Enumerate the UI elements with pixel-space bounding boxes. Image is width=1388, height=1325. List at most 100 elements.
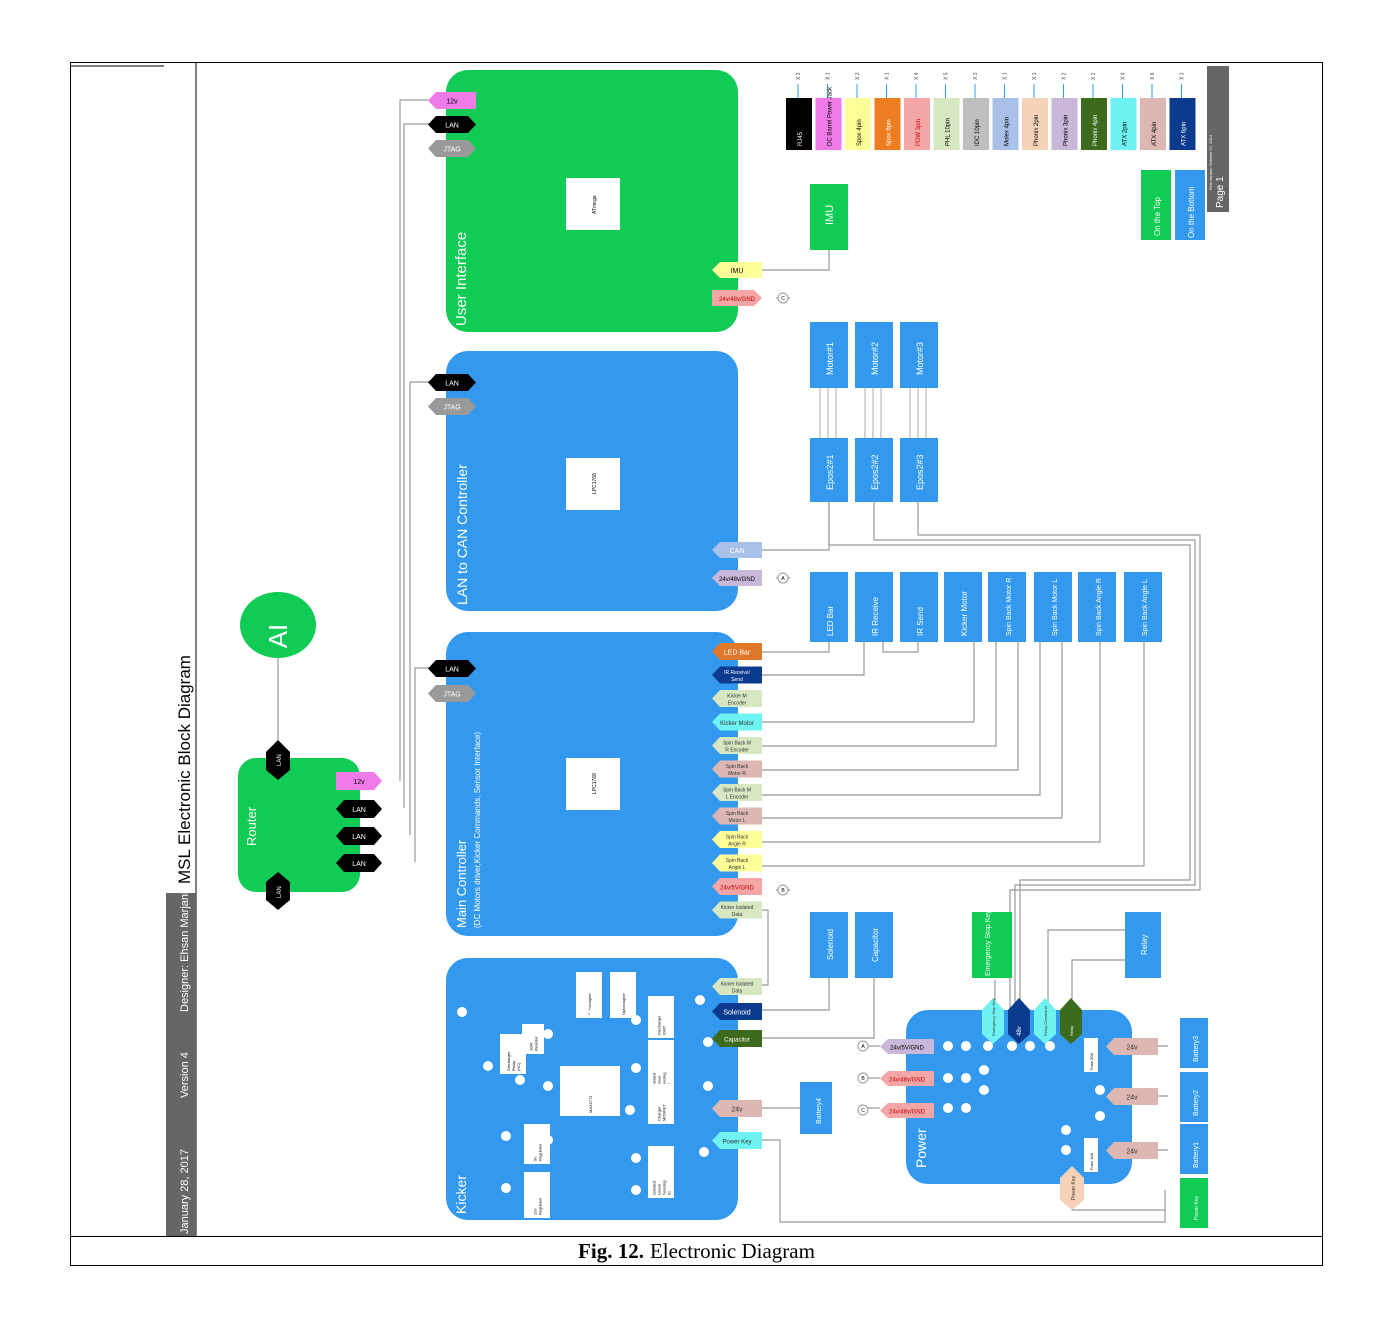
power-left-port-2 [880, 1103, 934, 1118]
power-top-port-label-2: Relay Command [1043, 1006, 1048, 1036]
kicker-pin-10 [631, 1015, 641, 1025]
figure-frame [70, 62, 1323, 1266]
battery-battery1 [1180, 1124, 1208, 1174]
power-pin-10 [1061, 1125, 1071, 1135]
fuse-10a [1084, 1138, 1098, 1172]
ui-power-ref-label: C [781, 296, 785, 302]
kicker-pin-0 [457, 1007, 467, 1017]
wires [277, 99, 1201, 1223]
kicker-pin-1 [483, 1061, 493, 1071]
legend-connector-pdw-3pin [904, 98, 930, 150]
kicker-part-9 [524, 1172, 550, 1218]
fuse-10a-label: Fuse 10A [1089, 1153, 1094, 1170]
power-title: Power [913, 1128, 929, 1168]
kicker-port-solenoid [712, 1003, 762, 1020]
legend-connector-label-6: IDC 10pin [975, 119, 981, 146]
imu-label: IMU [824, 205, 836, 225]
legend-connector-phl-10pin [933, 98, 960, 150]
kicker-pin-11 [631, 1063, 641, 1073]
motor-label-1: Motor#1 [825, 342, 835, 375]
main-right-port-24v-5v-gnd-label: 24v/5V/GND [720, 886, 754, 892]
can-right-port-can [712, 542, 762, 558]
fuse-30a-label: Fuse 30A [1089, 1053, 1094, 1070]
main-right-port-spin-back-m-l-encoder-label-2: L Encoder [726, 795, 749, 801]
router-block [238, 758, 360, 892]
router-top-port [266, 740, 290, 780]
sidebar-designer: Designer: Ehsan Marjani [179, 892, 191, 1012]
solenoid-label: Solenoid [826, 929, 835, 960]
kicker-pin-12 [631, 1153, 641, 1163]
user-interface-title: User Interface [453, 232, 470, 326]
can-left-port-lan-label: LAN [445, 381, 459, 388]
legend-connector-label-0: RJ45 [798, 131, 804, 146]
ai-node [240, 592, 316, 658]
power-key-port-label: Power Key [1071, 1175, 1077, 1200]
main-right-port-spin-back-m-l-encoder [712, 784, 762, 801]
kicker-part-label-4-1: IGBT [662, 1025, 667, 1035]
kicker-part-label-6-0: MAX5771 [588, 1095, 593, 1113]
kicker-part-label-5-0: Isolated [652, 1073, 657, 1087]
kicker-pin-16 [703, 1037, 713, 1047]
legend-count-0: X 3 [796, 72, 802, 80]
kicker-pin-9 [589, 1007, 599, 1017]
kicker-part-label-1-0: 10W [529, 1043, 534, 1051]
kicker-part-label-10-2: Sensing [662, 1181, 667, 1195]
can-controller-title: LAN to CAN Controller [454, 464, 470, 605]
power-ref-label-C: C [861, 1108, 865, 1114]
kicker-part-6 [560, 1066, 620, 1116]
power-pin-0 [943, 1041, 953, 1051]
ui-left-port-12v [428, 92, 476, 109]
sidebar-date: January 28, 2017 [179, 1149, 191, 1234]
legend-connector-label-7: Molex 4pin [1005, 117, 1011, 146]
kicker-part-label-0-0: Discharger [506, 1051, 511, 1071]
kicker-port-kicker-isolated-data [712, 978, 762, 995]
power-right-port-0-label: 24v [1126, 1045, 1138, 1052]
epos-label-1: Epos2#1 [825, 454, 835, 490]
can-chip-label: LPC1768 [592, 473, 598, 494]
legend-connector-label-8: Phonix 2pin [1034, 115, 1040, 146]
kicker-pin-18 [699, 1147, 709, 1157]
power-key-block [1180, 1178, 1208, 1228]
main-power-ref [777, 884, 789, 896]
main-right-port-spin-back-m-r-encoder-label-2: R Encoder [725, 748, 749, 754]
main-left-port-lan-label: LAN [445, 667, 459, 674]
main-right-port-kicker-m-encoder-label-2: Encoder [728, 701, 747, 707]
peripheral-label-spin-back-motor-r: Spin Back Motor R [1006, 578, 1013, 636]
can-right-port-can-label: CAN [730, 548, 745, 555]
motor-label-2: Motor#2 [870, 342, 880, 375]
power-ref-A [857, 1040, 869, 1052]
power-pin-6 [983, 1041, 993, 1051]
kicker-part-10 [648, 1146, 674, 1198]
power-left-port-1 [880, 1071, 934, 1086]
peripheral-led-bar [810, 572, 848, 642]
power-pin-5 [961, 1103, 971, 1113]
kicker-part-label-1-1: Resistor [534, 1036, 539, 1051]
main-power-ref-label: B [781, 888, 785, 894]
legend-count-6: X 3 [973, 72, 979, 80]
kicker-pin-13 [631, 1185, 641, 1195]
epos-3 [900, 438, 938, 502]
legend-connector-label-9: Phonix 3pin [1064, 115, 1070, 146]
main-right-port-24v-5v-gnd [712, 878, 762, 895]
router-port-3-label: LAN [352, 861, 366, 868]
main-chip-label: LPC1768 [592, 773, 598, 794]
kicker-pin-2 [543, 1029, 553, 1039]
kicker-part-label-8-1: Regulator [538, 1143, 543, 1161]
legend-connector-label-3: Spox 6pin [887, 119, 893, 146]
kicker-title: Kicker [453, 1175, 469, 1214]
legend-connector-label-11: ATX 2pin [1123, 122, 1129, 146]
kicker-pin-17 [703, 1081, 713, 1091]
kicker-port-power-key [712, 1132, 762, 1149]
ai-label: AI [263, 624, 293, 649]
ui-right-port-24v-48v-gnd [712, 290, 762, 306]
kicker-part-3 [610, 972, 636, 1018]
power-ref-label-A: A [861, 1044, 865, 1050]
imu-block [810, 184, 848, 250]
router-bottom-port [266, 872, 290, 910]
main-right-port-led-bar-label: LED Bar [724, 650, 751, 657]
legend-connector-phonix-3pin [1051, 98, 1078, 150]
main-chip [566, 758, 620, 810]
power-top-port-label-1: 48v [1017, 1026, 1023, 1036]
router-port-1-label: LAN [352, 807, 366, 814]
fuse-30a [1084, 1038, 1098, 1072]
